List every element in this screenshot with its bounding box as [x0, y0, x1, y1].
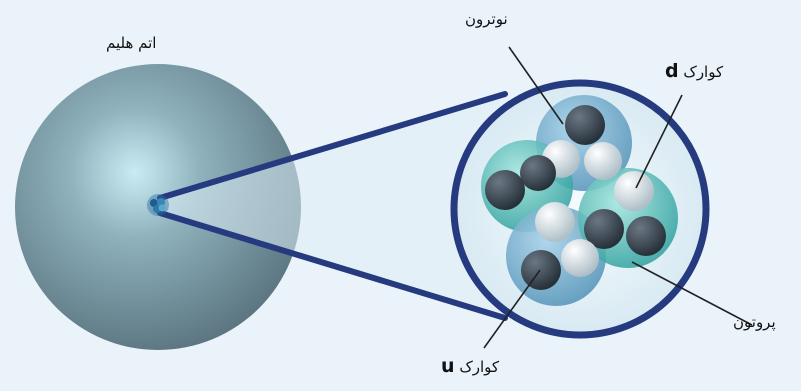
leader-u-quark — [483, 269, 541, 349]
label-u-quark-symbol: u — [441, 355, 455, 377]
leader-neutron — [508, 46, 564, 125]
label-u-quark-word: کوارک — [459, 358, 500, 376]
label-proton: پروتون — [733, 313, 776, 331]
quark-light — [561, 239, 599, 277]
leader-d-quark — [635, 94, 683, 189]
label-d-quark: کوارک d — [665, 60, 723, 82]
zoom-line-bottom — [157, 210, 508, 321]
quark-light — [614, 171, 654, 211]
label-neutron: نوترون — [465, 10, 508, 28]
label-d-quark-symbol: d — [665, 60, 679, 82]
quark-dark — [485, 170, 525, 210]
leader-proton — [631, 261, 753, 326]
quark-dark — [626, 216, 666, 256]
atom-nucleus-dot — [147, 194, 169, 216]
nucleus-outline — [450, 79, 710, 339]
quark-dark — [521, 250, 561, 290]
quark-dark — [520, 155, 556, 191]
quark-dark — [584, 209, 624, 249]
quark-light — [535, 202, 575, 242]
nucleus-magnified — [450, 79, 710, 339]
label-d-quark-word: کوارک — [683, 63, 724, 81]
zoom-line-top — [157, 91, 508, 201]
quark-dark — [565, 105, 605, 145]
label-helium-atom: اتم هلیم — [106, 34, 157, 52]
label-u-quark: کوارک u — [441, 355, 499, 377]
quark-light — [584, 142, 622, 180]
zoom-cone — [160, 95, 500, 312]
